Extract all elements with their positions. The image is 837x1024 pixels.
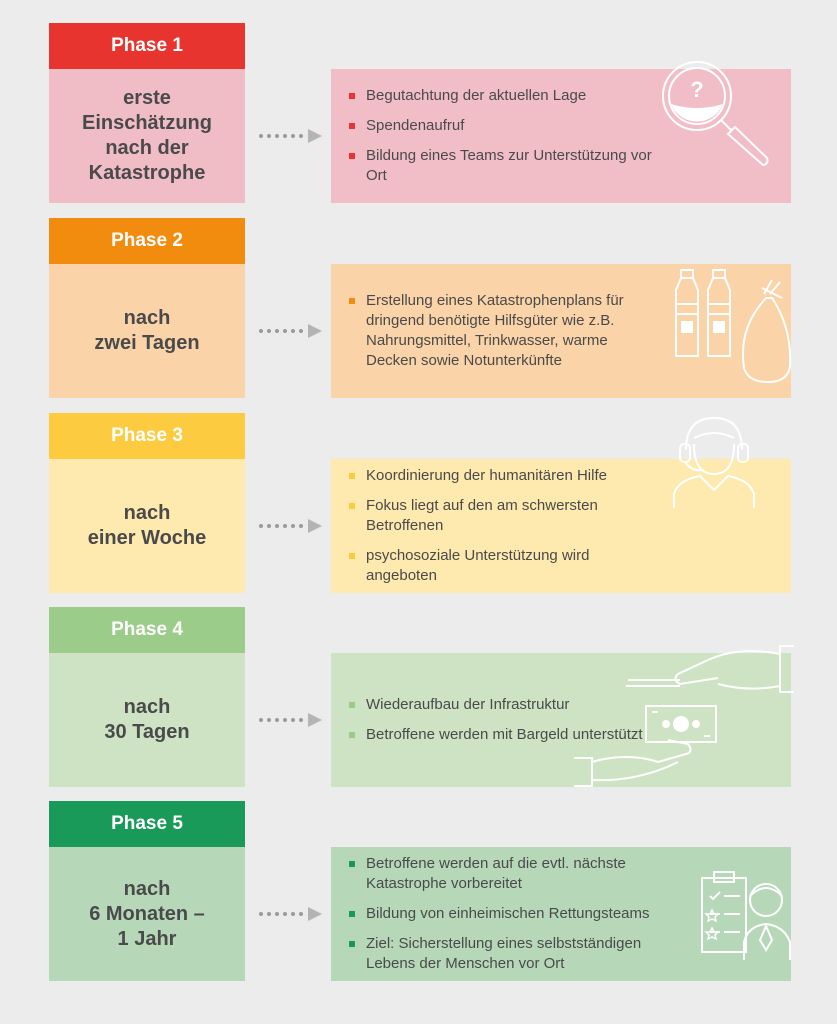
bullet-text: Fokus liegt auf den am schwersten Betrof… bbox=[366, 497, 598, 534]
phase-details-box: Wiederaufbau der Infrastruktur Betroffen… bbox=[331, 653, 791, 787]
bullet-item: Erstellung eines Katastrophenplans für d… bbox=[349, 291, 661, 371]
phase-label: Phase 4 bbox=[49, 607, 245, 653]
phase-time-text: nach einer Woche bbox=[87, 502, 207, 549]
bullet-item: Bildung eines Teams zur Unterstützung vo… bbox=[349, 146, 661, 186]
bullet-item: psychosoziale Unterstützung wird angebot… bbox=[349, 546, 661, 586]
bullet-marker bbox=[349, 911, 355, 917]
bullet-marker bbox=[349, 298, 355, 304]
phase-label-text: Phase 4 bbox=[111, 619, 183, 640]
bullet-marker bbox=[349, 503, 355, 509]
bullet-marker bbox=[349, 941, 355, 947]
dotted-arrow-icon bbox=[259, 324, 322, 338]
bullet-item: Koordinierung der humanitären Hilfe bbox=[349, 466, 661, 486]
phase-time-box: nach einer Woche bbox=[49, 459, 245, 593]
phase-5: Phase 5 nach 6 Monaten – 1 Jahr Betroffe… bbox=[0, 801, 837, 991]
bullet-marker bbox=[349, 553, 355, 559]
bullet-marker bbox=[349, 702, 355, 708]
phase-details-box: Begutachtung der aktuellen Lage Spendena… bbox=[331, 69, 791, 203]
bullet-text: Betroffene werden auf die evtl. nächste … bbox=[366, 855, 626, 892]
phase-label: Phase 3 bbox=[49, 413, 245, 459]
phase-label: Phase 5 bbox=[49, 801, 245, 847]
svg-text:?: ? bbox=[690, 77, 703, 102]
bullet-item: Bildung von einheimischen Rettungsteams bbox=[349, 904, 661, 924]
bullet-text: Koordinierung der humanitären Hilfe bbox=[366, 467, 607, 484]
dotted-arrow-icon bbox=[259, 907, 322, 921]
bullet-text: Begutachtung der aktuellen Lage bbox=[366, 87, 587, 104]
bullet-item: Wiederaufbau der Infrastruktur bbox=[349, 695, 661, 715]
bullet-item: Begutachtung der aktuellen Lage bbox=[349, 86, 661, 106]
bullet-text: Bildung von einheimischen Rettungsteams bbox=[366, 905, 650, 922]
dotted-arrow-icon bbox=[259, 519, 322, 533]
phase-time-text: erste Einschätzung nach der Katastrophe bbox=[81, 87, 212, 184]
phase-label-text: Phase 3 bbox=[111, 425, 183, 446]
phase-time-text: nach 6 Monaten – 1 Jahr bbox=[89, 877, 205, 950]
phase-label-text: Phase 5 bbox=[111, 813, 183, 834]
phase-label: Phase 2 bbox=[49, 218, 245, 264]
phase-label-text: Phase 1 bbox=[111, 35, 183, 56]
bullet-text: Spendenaufruf bbox=[366, 117, 465, 134]
bullet-item: Fokus liegt auf den am schwersten Betrof… bbox=[349, 496, 661, 536]
bullet-text: Erstellung eines Katastrophenplans für d… bbox=[366, 292, 624, 369]
bullet-text: Betroffene werden mit Bargeld unterstütz… bbox=[366, 726, 643, 743]
phase-2: Phase 2 nach zwei Tagen Erstellung eines… bbox=[0, 218, 837, 408]
phase-time-box: nach 6 Monaten – 1 Jahr bbox=[49, 847, 245, 981]
phase-time-box: erste Einschätzung nach der Katastrophe bbox=[49, 69, 245, 203]
dotted-arrow-icon bbox=[259, 129, 322, 143]
phase-time-box: nach 30 Tagen bbox=[49, 653, 245, 787]
bullet-text: Bildung eines Teams zur Unterstützung vo… bbox=[366, 147, 652, 184]
bullet-marker bbox=[349, 732, 355, 738]
bullet-text: psychosoziale Unterstützung wird angebot… bbox=[366, 547, 590, 584]
phase-4: Phase 4 nach 30 Tagen Wiederaufbau der I… bbox=[0, 607, 837, 797]
phase-3: Phase 3 nach einer Woche Koordinierung d… bbox=[0, 413, 837, 603]
bullet-item: Betroffene werden auf die evtl. nächste … bbox=[349, 854, 661, 894]
bullet-text: Wiederaufbau der Infrastruktur bbox=[366, 696, 570, 713]
bullet-marker bbox=[349, 473, 355, 479]
bullet-item: Ziel: Sicherstellung eines selbstständig… bbox=[349, 934, 661, 974]
bullet-marker bbox=[349, 123, 355, 129]
bullet-marker bbox=[349, 93, 355, 99]
phase-time-text: nach zwei Tagen bbox=[94, 307, 200, 354]
bullet-marker bbox=[349, 153, 355, 159]
bullet-text: Ziel: Sicherstellung eines selbstständig… bbox=[366, 935, 642, 972]
phase-1: Phase 1 erste Einschätzung nach der Kata… bbox=[0, 23, 837, 213]
dotted-arrow-icon bbox=[259, 713, 322, 727]
phase-label: Phase 1 bbox=[49, 23, 245, 69]
bullet-item: Spendenaufruf bbox=[349, 116, 661, 136]
bullet-marker bbox=[349, 861, 355, 867]
phase-label-text: Phase 2 bbox=[111, 230, 183, 251]
phase-time-text: nach 30 Tagen bbox=[104, 696, 190, 743]
phase-details-box: Koordinierung der humanitären Hilfe Foku… bbox=[331, 459, 791, 593]
phase-time-box: nach zwei Tagen bbox=[49, 264, 245, 398]
bullet-item: Betroffene werden mit Bargeld unterstütz… bbox=[349, 725, 661, 745]
